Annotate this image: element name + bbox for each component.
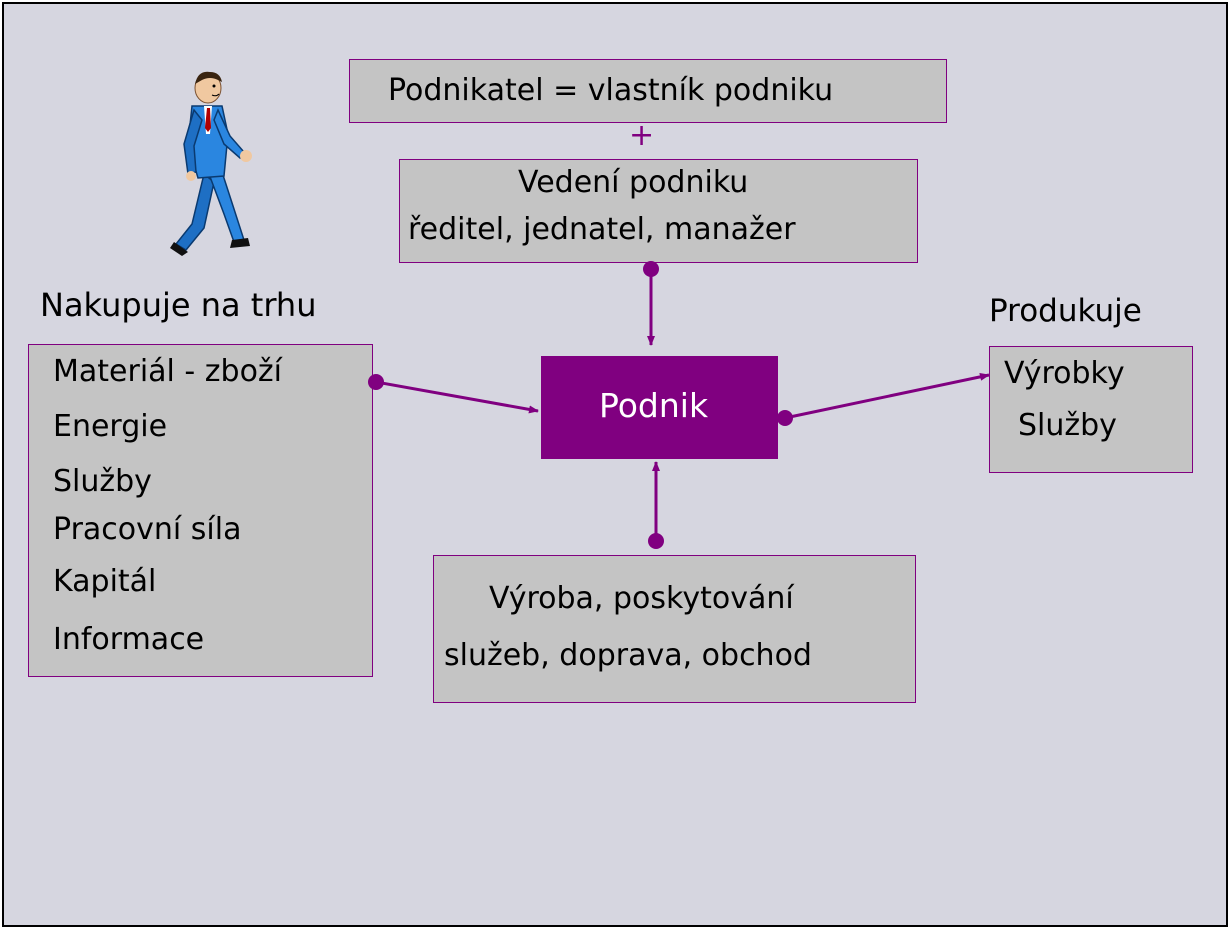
- management-title: Vedení podniku: [518, 165, 749, 200]
- output-item: Výrobky: [1004, 356, 1125, 391]
- management-box: Vedení podniku ředitel, jednatel, manaže…: [399, 159, 918, 263]
- company-label: Podnik: [599, 386, 709, 425]
- input-item: Pracovní síla: [53, 512, 242, 547]
- activities-line1: Výroba, poskytování: [489, 581, 794, 616]
- inputs-heading: Nakupuje na trhu: [40, 286, 317, 324]
- input-item: Služby: [53, 464, 152, 499]
- input-item: Energie: [53, 409, 168, 444]
- input-item: Materiál - zboží: [53, 354, 282, 389]
- company-box: Podnik: [541, 356, 778, 459]
- input-item: Informace: [53, 622, 205, 657]
- activities-box: Výroba, poskytování služeb, doprava, obc…: [433, 555, 916, 703]
- activities-line2: služeb, doprava, obchod: [444, 638, 812, 673]
- owner-label: Podnikatel = vlastník podniku: [388, 73, 834, 108]
- outputs-heading: Produkuje: [989, 293, 1142, 329]
- walking-businessman-icon: [170, 71, 252, 256]
- inputs-to-company-arrow: [368, 374, 539, 414]
- input-item: Kapitál: [53, 564, 157, 599]
- owner-box: Podnikatel = vlastník podniku: [349, 59, 947, 123]
- plus-sign: +: [629, 118, 655, 153]
- company-to-outputs-arrow: [777, 372, 990, 426]
- management-roles: ředitel, jednatel, manažer: [408, 212, 796, 247]
- activities-to-company-arrow: [648, 461, 664, 549]
- connectors: [368, 261, 990, 549]
- management-to-company-arrow: [643, 261, 659, 346]
- output-item: Služby: [1018, 408, 1117, 443]
- inputs-box: Materiál - zboží Energie Služby Pracovní…: [28, 344, 373, 677]
- outputs-box: Výrobky Služby: [989, 346, 1193, 473]
